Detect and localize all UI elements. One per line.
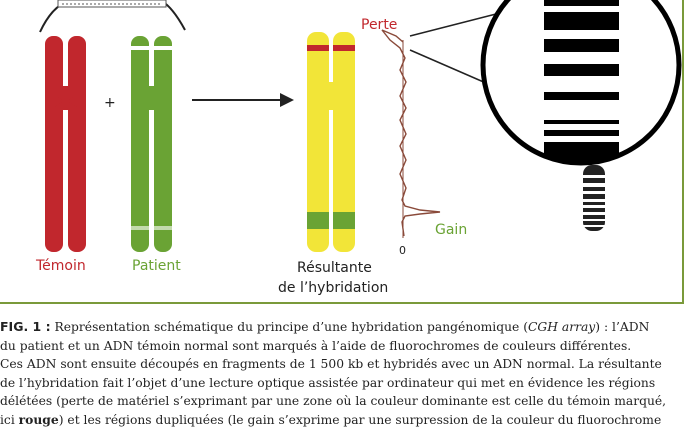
- label-zero: 0: [399, 244, 406, 257]
- magnifier-circle: [480, 0, 682, 166]
- plus-sign: +: [104, 95, 116, 111]
- figure-number: FIG. 1 :: [0, 319, 51, 334]
- figure-caption: FIG. 1 : Représentation schématique du p…: [0, 318, 686, 430]
- resultant-chromosome: [307, 32, 355, 252]
- label-gain: Gain: [435, 222, 468, 238]
- patient-chromosome: [131, 36, 172, 252]
- loss-band: [307, 45, 329, 51]
- caption-line-6: ici rouge) et les régions dupliquées (le…: [0, 411, 662, 427]
- arrow: [192, 93, 294, 107]
- label-temoin: Témoin: [36, 258, 86, 274]
- caption-line-1: FIG. 1 : Représentation schématique du p…: [0, 319, 650, 334]
- top-bracket: [39, 0, 186, 33]
- label-resultant-line2: de l’hybridation: [278, 280, 389, 296]
- temoin-chromosome: [45, 36, 86, 252]
- caption-line-4: de l’hybridation fait l’objet d’une lect…: [0, 375, 656, 390]
- caption-line-3: Ces ADN sont ensuite découpés en fragmen…: [0, 357, 662, 372]
- figure-panel: +: [0, 0, 684, 304]
- caption-line-2: du patient et un ADN témoin normal sont …: [0, 338, 632, 353]
- cgh-profile: [381, 29, 441, 238]
- small-chromosome: [583, 165, 605, 231]
- label-patient: Patient: [132, 258, 181, 274]
- gain-band: [307, 212, 329, 229]
- caption-line-5: délétées (perte de matériel s’exprimant …: [0, 394, 667, 409]
- cgh-diagram: +: [39, 0, 682, 257]
- label-resultant-line1: Résultante: [297, 260, 372, 276]
- label-perte: Perte: [361, 17, 398, 33]
